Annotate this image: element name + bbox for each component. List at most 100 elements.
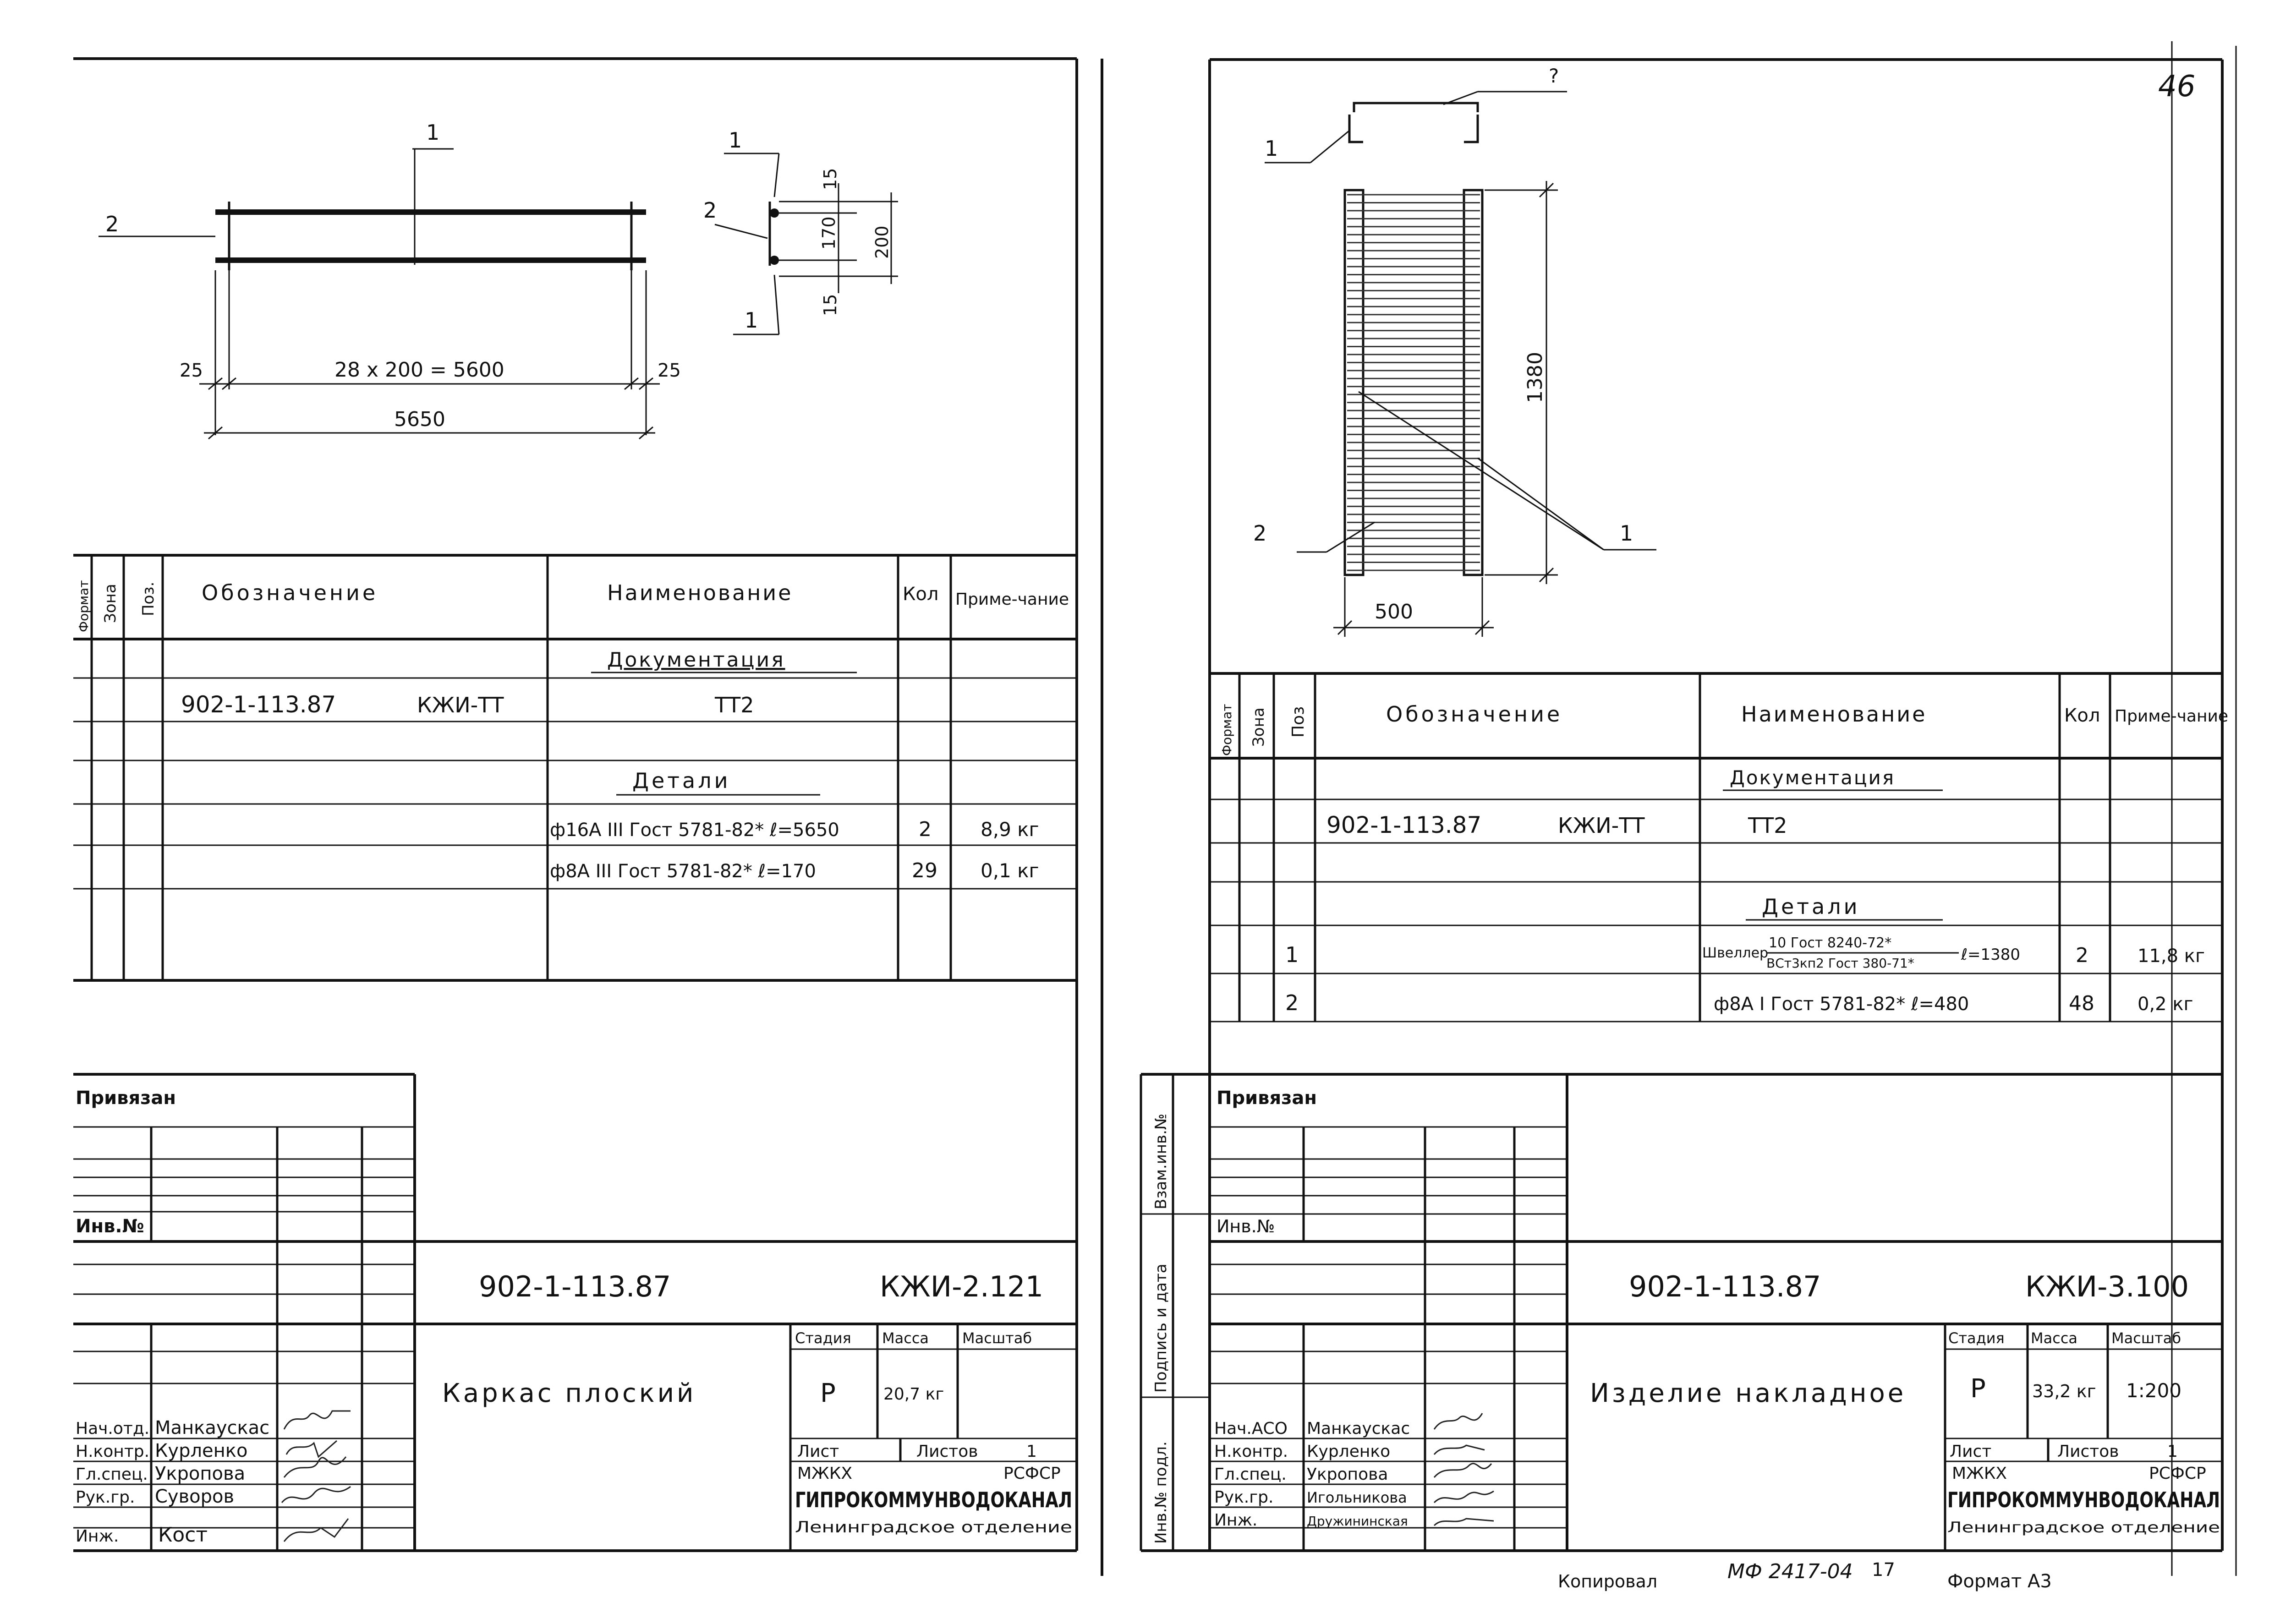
name-3: Укропова bbox=[155, 1463, 245, 1484]
plan-pos-2: 2 bbox=[1253, 521, 1266, 546]
header-designation: Обозначение bbox=[202, 580, 378, 605]
org-line3: Ленинградское отделение bbox=[795, 1518, 1072, 1537]
scale-label: Масштаб bbox=[962, 1329, 1032, 1347]
section-view: 1 2 1 15 170 15 200 bbox=[703, 128, 898, 335]
dim-15-top: 15 bbox=[820, 168, 840, 190]
dim-15-bottom: 15 bbox=[820, 294, 840, 316]
dim-200: 200 bbox=[872, 225, 892, 259]
privyazan-label: Привязан bbox=[76, 1088, 176, 1109]
sheets-value: 1 bbox=[1026, 1442, 1037, 1461]
left-sheet: 2 1 25 28 x 200 = 5600 25 5650 1 2 bbox=[73, 57, 1103, 1576]
r-doc-code: 902-1-113.87 bbox=[1326, 812, 1481, 838]
r-inv-no-label: Инв.№ bbox=[1217, 1216, 1275, 1236]
r-section-parts: Детали bbox=[1762, 894, 1860, 919]
r-row2-note: 0,2 кг bbox=[2138, 994, 2193, 1015]
dim-total: 5650 bbox=[394, 408, 445, 431]
side-inv-podl: Инв.№ подл. bbox=[1152, 1441, 1170, 1544]
spec-table-left: Формат Зона Поз. Обозначение Наименовани… bbox=[73, 554, 1077, 982]
pos-1-label: 1 bbox=[426, 120, 439, 145]
dim-spacing: 28 x 200 = 5600 bbox=[334, 358, 504, 382]
top-pos-1: 1 bbox=[1265, 136, 1278, 161]
role-1: Нач.отд. bbox=[76, 1419, 149, 1438]
header-name: Наименование bbox=[607, 580, 793, 605]
side-vzam: Взам.инв.№ bbox=[1152, 1114, 1170, 1209]
mass-value: 20,7 кг bbox=[883, 1385, 944, 1404]
section-pos-1-top: 1 bbox=[729, 128, 742, 153]
pos-2-label: 2 bbox=[105, 212, 119, 236]
row1-qty: 2 bbox=[919, 818, 932, 841]
r-sheets-label: Листов bbox=[2057, 1442, 2119, 1461]
r-name-3: Укропова bbox=[1307, 1465, 1388, 1484]
r-role-5: Инж. bbox=[1214, 1511, 1257, 1530]
r-scale-value: 1:200 bbox=[2126, 1379, 2181, 1402]
row2-note: 0,1 кг bbox=[981, 859, 1039, 882]
header-note: Приме-чание bbox=[955, 590, 1069, 609]
r-header-qty: Кол bbox=[2064, 705, 2100, 726]
doc-name: ТТ2 bbox=[714, 693, 754, 717]
r-drawing-title: Изделие накладное bbox=[1590, 1378, 1906, 1408]
role-2: Н.контр. bbox=[76, 1442, 149, 1461]
section-parts: Детали bbox=[632, 768, 731, 793]
footer-copied: Копировал bbox=[1558, 1571, 1657, 1591]
header-qty: Кол bbox=[903, 584, 938, 605]
title-block-left: Привязан Инв.№ 902-1-113.87 КЖИ-2.121 Ка… bbox=[73, 1073, 1077, 1551]
section-docs: Документация bbox=[607, 648, 785, 672]
signatures-left bbox=[281, 1410, 351, 1542]
r-row1-note: 11,8 кг bbox=[2138, 946, 2205, 967]
name-5: Кост bbox=[158, 1523, 208, 1547]
signatures-right bbox=[1433, 1413, 1494, 1526]
r-mass-label: Масса bbox=[2031, 1329, 2077, 1347]
r-row1-frac-top: 10 Гост 8240-72* bbox=[1769, 935, 1891, 951]
r-doc-mark: КЖИ-ТТ bbox=[1558, 813, 1645, 838]
org-line1-right: РСФСР bbox=[1003, 1464, 1061, 1483]
row2-name: ф8А III Гост 5781-82* ℓ=170 bbox=[550, 861, 816, 882]
r-org-line1-left: МЖКХ bbox=[1952, 1464, 2007, 1483]
r-row1-frac-bottom: ВСт3кп2 Гост 380-71* bbox=[1766, 956, 1914, 971]
r-header-name: Наименование bbox=[1741, 702, 1927, 727]
bar-pattern bbox=[1347, 194, 1480, 571]
overlay-product-drawing: ? 1 1 2 1380 500 bbox=[1253, 65, 1656, 637]
sheets-label: Листов bbox=[916, 1442, 978, 1461]
r-section-docs: Документация bbox=[1730, 766, 1895, 789]
spec-table-right: Формат Зона Поз Обозначение Наименование… bbox=[1210, 672, 2228, 1076]
header-zone: Зона bbox=[101, 584, 120, 623]
r-row2-qty: 48 bbox=[2069, 992, 2094, 1015]
r-header-note: Приме-чание bbox=[2115, 707, 2228, 726]
r-row1-name-prefix: Швеллер bbox=[1702, 945, 1768, 961]
r-role-4: Рук.гр. bbox=[1214, 1488, 1273, 1507]
drawing-title: Каркас плоский bbox=[442, 1378, 696, 1408]
stage-value: Р bbox=[820, 1378, 836, 1408]
dim-170: 170 bbox=[819, 216, 839, 250]
r-stage-label: Стадия bbox=[1948, 1329, 2005, 1347]
r-mass-value: 33,2 кг bbox=[2032, 1381, 2096, 1401]
name-1: Манкаускас bbox=[155, 1417, 269, 1438]
inv-no-label: Инв.№ bbox=[76, 1216, 144, 1237]
r-name-4: Игольникова bbox=[1307, 1489, 1407, 1506]
r-row1-qty: 2 bbox=[2076, 944, 2088, 967]
r-scale-label: Масштаб bbox=[2111, 1329, 2181, 1347]
r-role-3: Гл.спец. bbox=[1214, 1465, 1287, 1484]
org-line1-left: МЖКХ bbox=[797, 1464, 852, 1483]
footer: Копировал МФ 2417-04 17 Формат А3 bbox=[1558, 1559, 2052, 1592]
r-org-line1-right: РСФСР bbox=[2149, 1464, 2206, 1483]
title-block-right: Привязан Инв.№ 902-1-113.87 КЖИ-3.100 Из… bbox=[1210, 1074, 2222, 1551]
top-pos-q: ? bbox=[1549, 65, 1559, 87]
section-pos-2: 2 bbox=[703, 198, 717, 223]
side-podpis: Подпись и дата bbox=[1152, 1263, 1170, 1393]
row1-note: 8,9 кг bbox=[981, 818, 1039, 841]
r-sheets-value: 1 bbox=[2167, 1442, 2178, 1461]
name-2: Курленко bbox=[155, 1440, 247, 1461]
r-header-designation: Обозначение bbox=[1386, 702, 1562, 727]
r-name-1: Манкаускас bbox=[1307, 1419, 1410, 1438]
r-stage-value: Р bbox=[1970, 1374, 1986, 1404]
r-project-code: 902-1-113.87 bbox=[1629, 1270, 1821, 1303]
name-4: Суворов bbox=[155, 1486, 234, 1507]
header-format: Формат bbox=[76, 580, 91, 632]
project-code: 902-1-113.87 bbox=[479, 1270, 671, 1303]
r-org-line3: Ленинградское отделение bbox=[1947, 1519, 2220, 1536]
dim-edge-right: 25 bbox=[658, 360, 681, 381]
footer-format: Формат А3 bbox=[1947, 1571, 2052, 1592]
footer-sheet-no: 17 bbox=[1872, 1559, 1895, 1580]
flat-frame-drawing: 2 1 25 28 x 200 = 5600 25 5650 bbox=[99, 120, 681, 440]
mass-label: Масса bbox=[882, 1329, 929, 1347]
